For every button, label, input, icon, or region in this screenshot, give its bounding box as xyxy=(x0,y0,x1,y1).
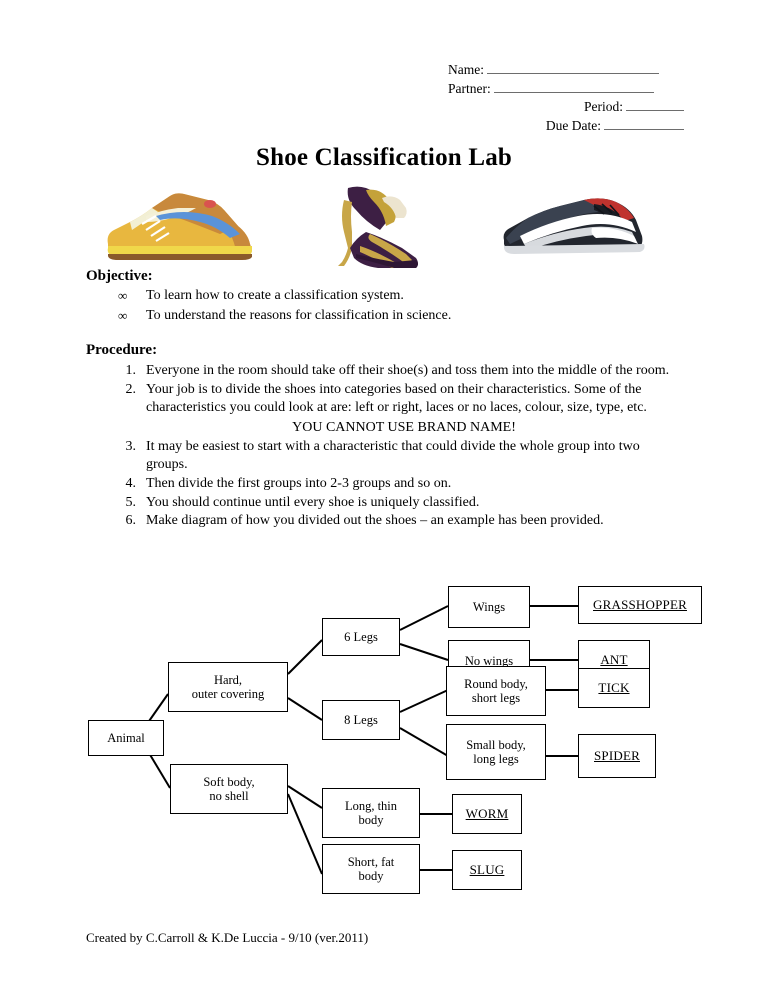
brand-name-warning: YOU CANNOT USE BRAND NAME! xyxy=(292,419,516,435)
list-item-number: 4. xyxy=(125,475,137,491)
diagram-node-long-thin-body: Long, thin body xyxy=(322,788,420,838)
page-title: Shoe Classification Lab xyxy=(255,144,513,171)
list-item-number: 3. xyxy=(125,438,137,454)
infinity-bullet-icon: ∞ xyxy=(118,308,128,323)
list-item-number: 2. xyxy=(125,381,137,397)
diagram-node-8-legs: 8 Legs xyxy=(322,700,400,740)
soccer-cleat-image xyxy=(503,198,645,254)
node-label: No wings xyxy=(464,654,514,668)
sneaker-image xyxy=(107,193,252,260)
node-label: TICK xyxy=(598,680,630,695)
list-item: 6. Make diagram of how you divided out t… xyxy=(120,512,682,531)
procedure-list: 1. Everyone in the room should take off … xyxy=(120,362,682,531)
objective-heading: Objective: xyxy=(86,268,153,284)
infinity-bullet-icon: ∞ xyxy=(118,288,128,303)
objective-list: ∞ To learn how to create a classificatio… xyxy=(118,286,678,326)
node-label-line1: Small body, xyxy=(466,738,526,752)
name-field-row: Name: xyxy=(448,60,684,79)
diagram-node-spider: SPIDER xyxy=(578,734,656,778)
partner-label: Partner: xyxy=(448,80,491,96)
student-info-header: Name: Partner: Period: Due Date: xyxy=(448,60,684,134)
animal-classification-diagram: Animal Hard, outer covering Soft body, n… xyxy=(60,578,720,894)
diagram-node-small-body-long-legs: Small body, long legs xyxy=(446,724,546,780)
due-date-input-line[interactable] xyxy=(604,116,684,130)
procedure-item-text: Make diagram of how you divided out the … xyxy=(146,513,604,529)
diagram-node-grasshopper: GRASSHOPPER xyxy=(578,586,702,624)
list-item-number: 6. xyxy=(125,513,137,529)
period-input-line[interactable] xyxy=(626,97,684,111)
diagram-node-animal: Animal xyxy=(88,720,164,756)
period-field-row: Period: xyxy=(448,97,684,116)
procedure-item-text: Everyone in the room should take off the… xyxy=(146,363,670,378)
list-item: 1. Everyone in the room should take off … xyxy=(120,362,682,381)
node-label: GRASSHOPPER xyxy=(593,597,687,612)
node-label: Wings xyxy=(472,600,506,614)
diagram-node-round-body-short-legs: Round body, short legs xyxy=(446,666,546,716)
node-label-line1: Round body, xyxy=(464,677,528,691)
partner-input-line[interactable] xyxy=(493,79,654,93)
due-date-label: Due Date: xyxy=(545,117,601,133)
diagram-node-slug: SLUG xyxy=(452,850,522,890)
due-date-field-row: Due Date: xyxy=(448,116,684,135)
footer-credit: Created by C.Carroll & K.De Luccia - 9/1… xyxy=(86,930,369,945)
node-label-line1: Soft body, xyxy=(203,775,255,789)
list-item: 3. It may be easiest to start with a cha… xyxy=(120,438,682,475)
diagram-connector-lines xyxy=(139,605,578,875)
node-label: WORM xyxy=(465,806,509,821)
shoe-image-row xyxy=(86,182,686,274)
diagram-node-6-legs: 6 Legs xyxy=(322,618,400,656)
node-label: 6 Legs xyxy=(344,630,378,644)
node-label-line2: no shell xyxy=(209,789,249,803)
objective-item-text: To understand the reasons for classifica… xyxy=(146,308,452,323)
node-label-line1: Short, fat xyxy=(347,855,395,869)
diagram-node-hard-outer-covering: Hard, outer covering xyxy=(168,662,288,712)
list-item: 5. You should continue until every shoe … xyxy=(120,494,682,513)
node-label-line2: long legs xyxy=(473,752,519,766)
node-label-line2: short legs xyxy=(471,691,521,705)
list-item: ∞ To learn how to create a classificatio… xyxy=(118,286,678,306)
node-label-line2: body xyxy=(358,869,384,883)
node-label-line2: body xyxy=(358,813,384,827)
high-heel-image xyxy=(338,186,418,268)
node-label-line2: outer covering xyxy=(191,687,265,701)
diagram-node-tick: TICK xyxy=(578,668,650,708)
name-input-line[interactable] xyxy=(487,60,659,74)
list-item: 4. Then divide the first groups into 2-3… xyxy=(120,475,682,494)
name-label: Name: xyxy=(448,62,484,77)
node-label-line1: Long, thin xyxy=(344,799,398,813)
procedure-item-text: You should continue until every shoe is … xyxy=(146,494,480,510)
node-label: Animal xyxy=(107,731,145,745)
list-item-number: 5. xyxy=(125,494,137,510)
node-label: 8 Legs xyxy=(344,713,378,727)
node-label: SLUG xyxy=(469,862,505,877)
objective-item-text: To learn how to create a classification … xyxy=(146,288,404,303)
list-item: 2. Your job is to divide the shoes into … xyxy=(120,381,682,418)
diagram-node-short-fat-body: Short, fat body xyxy=(322,844,420,894)
diagram-node-worm: WORM xyxy=(452,794,522,834)
procedure-heading: Procedure: xyxy=(86,342,158,358)
period-label: Period: xyxy=(584,99,623,114)
list-item: ∞ To understand the reasons for classifi… xyxy=(118,306,678,326)
procedure-item-text: Your job is to divide the shoes into cat… xyxy=(146,381,647,416)
list-item-number: 1. xyxy=(125,363,137,378)
procedure-item-text: Then divide the first groups into 2-3 gr… xyxy=(146,475,452,491)
diagram-node-wings: Wings xyxy=(448,586,530,628)
partner-field-row: Partner: xyxy=(448,79,684,98)
procedure-item-text: It may be easiest to start with a charac… xyxy=(146,438,640,473)
node-label: ANT xyxy=(600,652,628,667)
diagram-node-soft-body-no-shell: Soft body, no shell xyxy=(170,764,288,814)
node-label-line1: Hard, xyxy=(213,673,243,687)
node-label: SPIDER xyxy=(594,748,640,763)
